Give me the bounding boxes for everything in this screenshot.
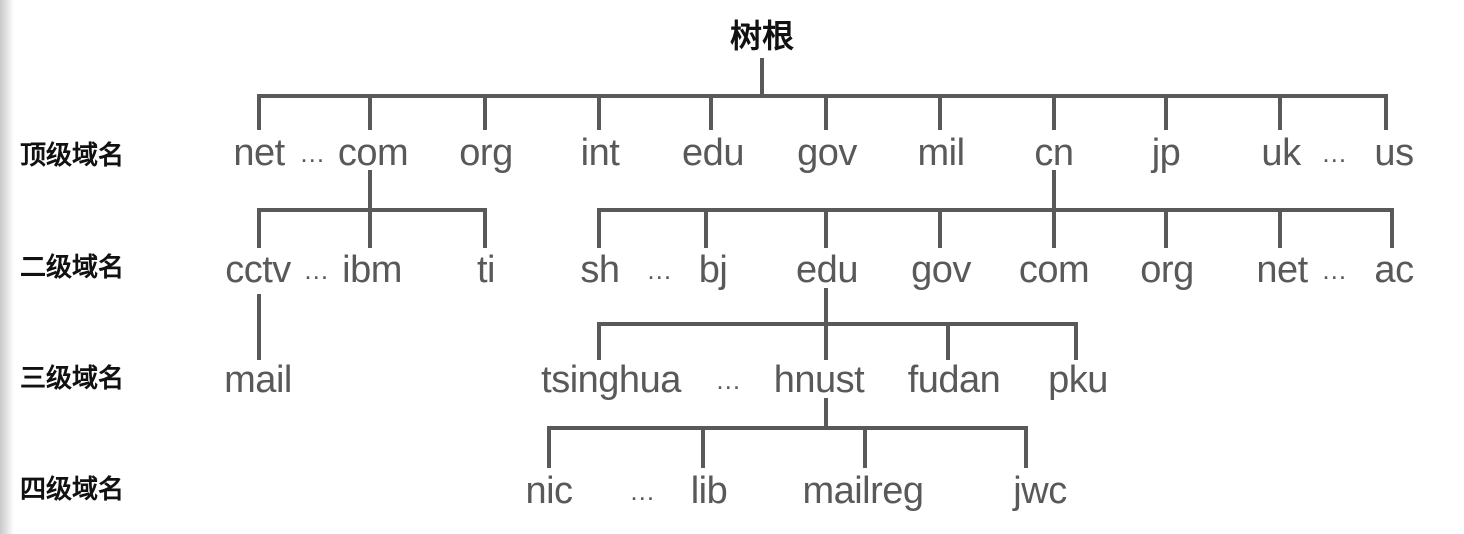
domain-nic: nic [525,470,573,512]
left-edge-shadow [0,0,14,534]
ellipsis: … [1321,138,1347,168]
domain-pku: pku [1048,359,1108,401]
domain-jp: jp [1151,132,1181,174]
domain-jwc: jwc [1013,470,1067,512]
domain-fudan: fudan [907,359,1001,401]
domain-uk: uk [1261,132,1301,174]
domain-hnust: hnust [773,359,865,401]
tree-root: 树根 [729,17,795,55]
domain-org-cn: org [1140,249,1194,291]
ellipsis: … [303,255,329,285]
domain-mail: mail [224,359,292,401]
domain-org: org [459,132,513,174]
domain-gov: gov [797,132,857,174]
domain-us: us [1374,132,1414,174]
domain-ti: ti [477,249,496,291]
domain-sh: sh [580,249,620,291]
domain-mil: mil [917,132,965,174]
domain-ac-cn: ac [1374,249,1414,291]
ellipsis: … [299,138,325,168]
domain-gov-cn: gov [911,249,971,291]
ellipsis: … [715,365,741,395]
level-label-top: 顶级域名 [20,141,125,171]
domain-cn: cn [1034,132,1074,174]
domain-cctv: cctv [225,249,291,291]
domain-com: com [337,132,409,174]
domain-net-cn: net [1256,249,1308,291]
domain-tsinghua: tsinghua [541,359,681,401]
domain-ibm: ibm [342,249,402,291]
domain-com-cn: com [1018,249,1090,291]
level-label-fourth: 四级域名 [20,475,125,505]
ellipsis: … [646,255,672,285]
domain-mailreg: mailreg [802,470,924,512]
domain-edu-cn: edu [796,249,858,291]
domain-bj: bj [698,249,728,291]
level-label-third: 三级域名 [20,364,125,394]
domain-edu: edu [682,132,744,174]
ellipsis: … [1321,255,1347,285]
level-label-second: 二级域名 [20,253,125,283]
domain-int: int [580,132,620,174]
domain-lib: lib [690,470,728,512]
domain-net: net [233,132,285,174]
ellipsis: … [629,476,655,506]
